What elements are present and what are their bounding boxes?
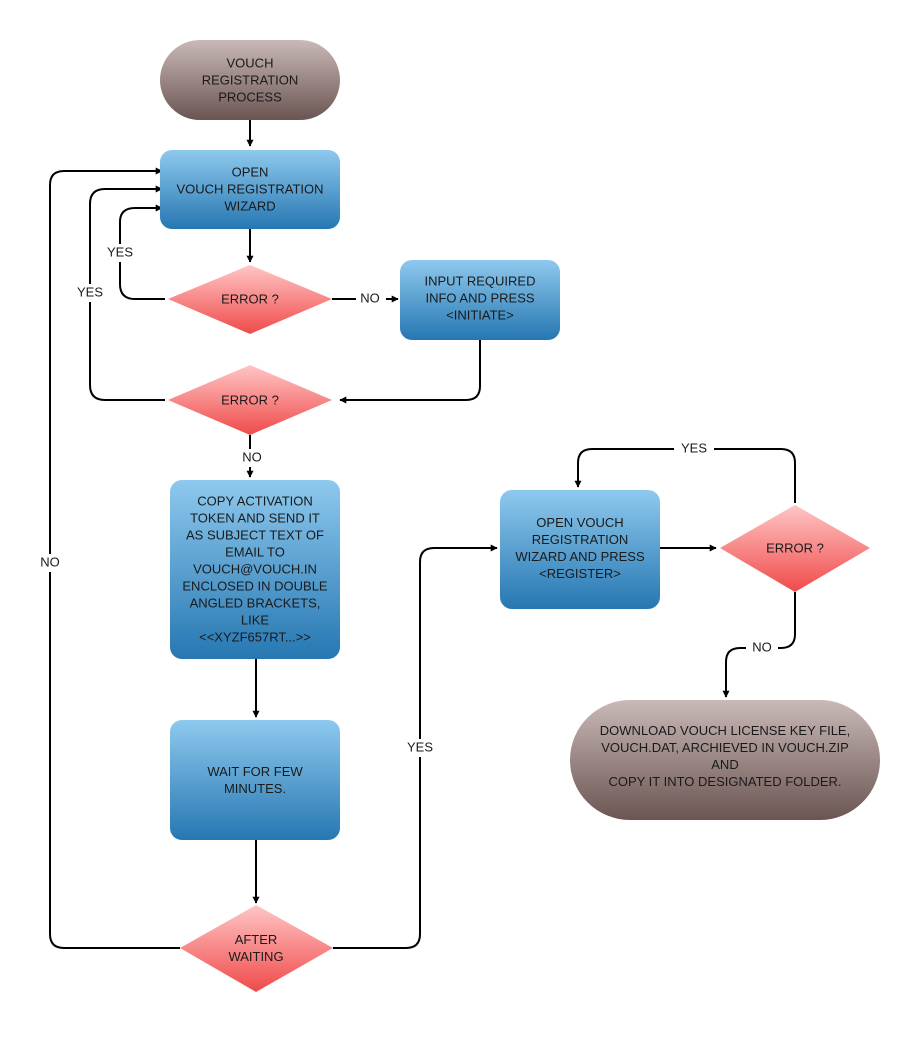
error-2-decision-text: ERROR ? xyxy=(221,393,279,408)
node-text-line: AFTER xyxy=(235,932,278,947)
node-text-line: MINUTES. xyxy=(224,781,286,796)
wait-process-text: WAIT FOR FEW MINUTES. xyxy=(207,764,303,796)
node-text-line: OPEN xyxy=(232,165,269,180)
start-terminal xyxy=(160,40,340,120)
node-text-line: WAITING xyxy=(228,949,283,964)
node-text-line: WIZARD AND PRESS xyxy=(515,549,645,564)
node-text-line: LIKE xyxy=(241,613,270,628)
nodes: VOUCH REGISTRATION PROCESS OPEN VOUCH REGIS… xyxy=(160,40,880,992)
node-text-line: ANGLED BRACKETS, xyxy=(190,596,321,611)
wait-process xyxy=(170,720,340,840)
node-text-line: OPEN VOUCH xyxy=(536,515,623,530)
input-info-process-text: INPUT REQUIRED INFO AND PRESS <INITIATE> xyxy=(425,274,536,323)
download-terminal xyxy=(570,700,880,820)
edge-after-waiting-no xyxy=(49,167,180,949)
node-text-line: DOWNLOAD VOUCH LICENSE KEY FILE, xyxy=(600,723,850,738)
node-text-line: VOUCH@VOUCH.IN xyxy=(193,562,317,577)
start-terminal-text: VOUCH REGISTRATION PROCESS xyxy=(202,56,299,105)
node-text-line: TOKEN AND SEND IT xyxy=(190,511,320,526)
open-wizard-process-text: OPEN VOUCH REGISTRATION WIZARD xyxy=(176,165,323,214)
node-text-line: <INITIATE> xyxy=(446,308,514,323)
after-waiting-decision-text: AFTER WAITING xyxy=(228,932,283,964)
label-error-1-no: NO xyxy=(360,290,380,305)
error-1-decision xyxy=(168,265,332,334)
label-error-3-no: NO xyxy=(752,639,772,654)
copy-token-process-text: COPY ACTIVATION TOKEN AND SEND IT AS SUBJE… xyxy=(182,494,328,645)
node-text-line: PROCESS xyxy=(218,90,282,105)
error-1-decision-text: ERROR ? xyxy=(221,292,279,307)
node-text-line: <REGISTER> xyxy=(539,566,621,581)
node-text-line: VOUCH.DAT, ARCHIEVED IN VOUCH.ZIP xyxy=(601,740,849,755)
input-info-process xyxy=(400,260,560,340)
node-text-line: AND xyxy=(711,757,738,772)
node-text-line: INPUT REQUIRED xyxy=(425,274,536,289)
label-error-2-no: NO xyxy=(242,449,262,464)
label-error-3-yes: YES xyxy=(681,440,707,455)
node-text-line: INFO AND PRESS xyxy=(425,291,534,306)
open-register-process-text: OPEN VOUCH REGISTRATION WIZARD AND PRESS <R… xyxy=(515,515,645,581)
download-terminal-text: DOWNLOAD VOUCH LICENSE KEY FILE, VOUCH.DA… xyxy=(600,723,850,789)
edge-labels: YES NO YES NO NO YES YES NO xyxy=(34,244,778,757)
copy-token-process xyxy=(170,480,340,659)
node-text-line: ERROR ? xyxy=(221,393,279,408)
label-after-waiting-no: NO xyxy=(40,554,60,569)
open-register-process xyxy=(500,490,660,609)
node-text-line: EMAIL TO xyxy=(225,545,285,560)
label-error-1-yes: YES xyxy=(107,244,133,259)
error-3-decision xyxy=(720,505,870,592)
label-error-2-yes: YES xyxy=(77,284,103,299)
open-wizard-process xyxy=(160,150,340,229)
after-waiting-decision xyxy=(180,905,333,992)
error-2-decision xyxy=(168,365,332,435)
error-3-decision-text: ERROR ? xyxy=(766,541,824,556)
node-text-line: WIZARD xyxy=(224,199,275,214)
node-text-line: WAIT FOR FEW xyxy=(207,764,303,779)
node-text-line: AS SUBJECT TEXT OF xyxy=(186,528,324,543)
node-text-line: REGISTRATION xyxy=(532,532,629,547)
node-text-line: VOUCH xyxy=(227,56,274,71)
node-text-line: ENCLOSED IN DOUBLE xyxy=(182,579,328,594)
edges xyxy=(49,120,796,949)
node-text-line: VOUCH REGISTRATION xyxy=(176,182,323,197)
edge-input-info-to-error-2 xyxy=(339,340,481,404)
node-text-line: <<XYZF657RT...>> xyxy=(199,630,311,645)
node-text-line: COPY IT INTO DESIGNATED FOLDER. xyxy=(608,774,841,789)
node-text-line: REGISTRATION xyxy=(202,73,299,88)
label-after-waiting-yes: YES xyxy=(407,739,433,754)
node-text-line: COPY ACTIVATION xyxy=(197,494,313,509)
node-text-line: ERROR ? xyxy=(766,541,824,556)
node-text-line: ERROR ? xyxy=(221,292,279,307)
